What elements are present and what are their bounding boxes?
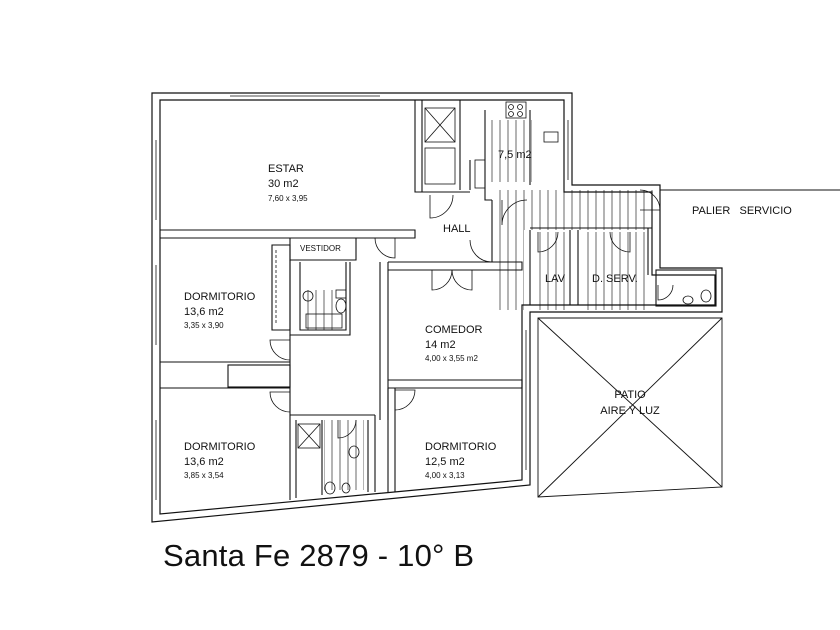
windows [155, 95, 569, 500]
dormitorio-2-dims: 3,85 x 3,54 [184, 471, 224, 480]
comedor-dims: 4,00 x 3,55 m2 [425, 354, 478, 363]
palier-name: PALIER SERVICIO [692, 205, 792, 217]
outer-walls [151, 92, 723, 523]
estar-area: 30 m2 [268, 178, 299, 190]
patio [537, 317, 723, 498]
comedor-area: 14 m2 [425, 339, 456, 351]
plan-caption: Santa Fe 2879 - 10° B [163, 538, 475, 573]
estar-dims: 7,60 x 3,95 [268, 194, 308, 203]
dormitorio-1-name: DORMITORIO [184, 291, 256, 303]
palier-edge [659, 189, 840, 268]
lav-name: LAV [545, 273, 566, 285]
dormitorio-2-name: DORMITORIO [184, 441, 256, 453]
vestidor-name: VESTIDOR [300, 244, 341, 253]
patio-line-2: AIRE Y LUZ [600, 405, 660, 417]
comedor-name: COMEDOR [425, 324, 483, 336]
fixtures [275, 101, 712, 495]
dormitorio-1-area: 13,6 m2 [184, 306, 224, 318]
dserv-name: D. SERV. [592, 273, 638, 285]
doors [269, 189, 674, 439]
dormitorio-1-dims: 3,35 x 3,90 [184, 321, 224, 330]
room-labels: ESTAR 30 m2 7,60 x 3,95 7,5 m2 HALL VEST… [184, 149, 792, 480]
estar-name: ESTAR [268, 163, 304, 175]
dormitorio-3-area: 12,5 m2 [425, 456, 465, 468]
dormitorio-2-area: 13,6 m2 [184, 456, 224, 468]
cocina-area: 7,5 m2 [498, 149, 532, 161]
patio-line-1: PATIO [614, 389, 646, 401]
dormitorio-3-name: DORMITORIO [425, 441, 497, 453]
hall-name: HALL [443, 223, 471, 235]
dormitorio-3-dims: 4,00 x 3,13 [425, 471, 465, 480]
